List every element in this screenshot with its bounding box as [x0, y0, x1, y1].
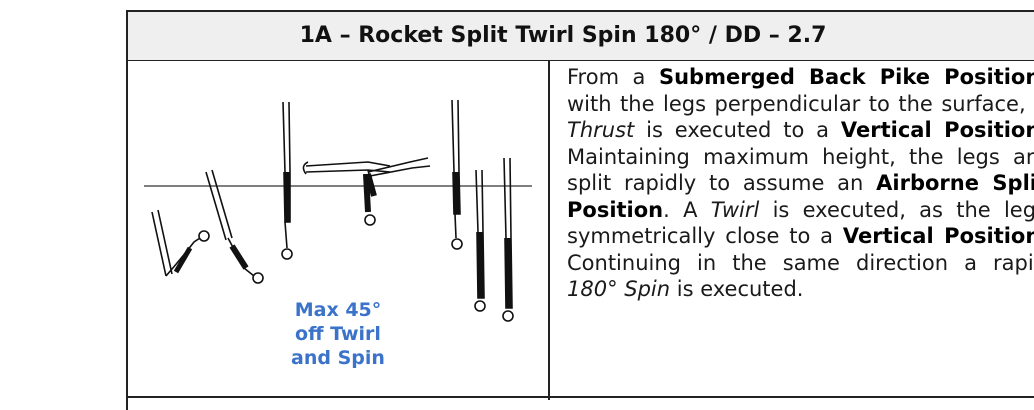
swimmer-thrust-figure [205, 169, 264, 284]
caption-line: Max 45° [294, 299, 382, 321]
description-text: . Maintaining maximum height, the legs a… [567, 144, 1034, 196]
description-text: , with the legs perpendicular to the sur… [567, 91, 1034, 116]
swimmer-vertical-figure-1 [281, 101, 293, 260]
description-text: is executed, as the legs symmetrically c… [567, 197, 1034, 249]
swimmer-spin-figure-2 [502, 157, 514, 322]
swimmer-pike-figure [151, 209, 210, 277]
bottom-rule [128, 396, 1034, 398]
caption-line: and Spin [291, 347, 385, 369]
figure-title: 1A – Rocket Split Twirl Spin 180° / DD –… [299, 23, 827, 48]
description-text: From a [567, 65, 659, 89]
figure-header: 1A – Rocket Split Twirl Spin 180° / DD –… [128, 12, 1034, 61]
figure-description: From a Submerged Back Pike Position, wit… [567, 64, 1034, 303]
description-action: Thrust [567, 118, 635, 142]
swimmer-spin-figure-1 [474, 169, 486, 312]
description-text: . Continuing in the same direction a rap… [567, 250, 1034, 275]
description-text: is executed to a [634, 118, 841, 142]
description-term: Vertical Position [840, 118, 1034, 142]
swimmer-sequence-illustration [144, 99, 532, 322]
description-term: Vertical Position [842, 224, 1034, 248]
description-text: . A [663, 197, 711, 222]
description-action: Twirl [710, 197, 760, 222]
swimmer-twirl-figure [365, 157, 431, 197]
caption-line: off Twirl [295, 323, 381, 345]
table-frame [126, 10, 1034, 410]
figure-illustration-cell: Max 45° off Twirl and Spin [128, 62, 548, 400]
description-action: 180° Spin [567, 277, 671, 301]
description-text: is executed. [670, 277, 804, 301]
column-divider [548, 61, 550, 400]
description-term: Airborne Split Position [567, 171, 1034, 222]
description-term: Submerged Back Pike Position [658, 65, 1034, 89]
swimmer-split-figure [302, 161, 391, 226]
rotation-limit-caption: Max 45° off Twirl and Spin [128, 298, 548, 370]
swimmer-vertical-figure-2 [451, 99, 463, 250]
